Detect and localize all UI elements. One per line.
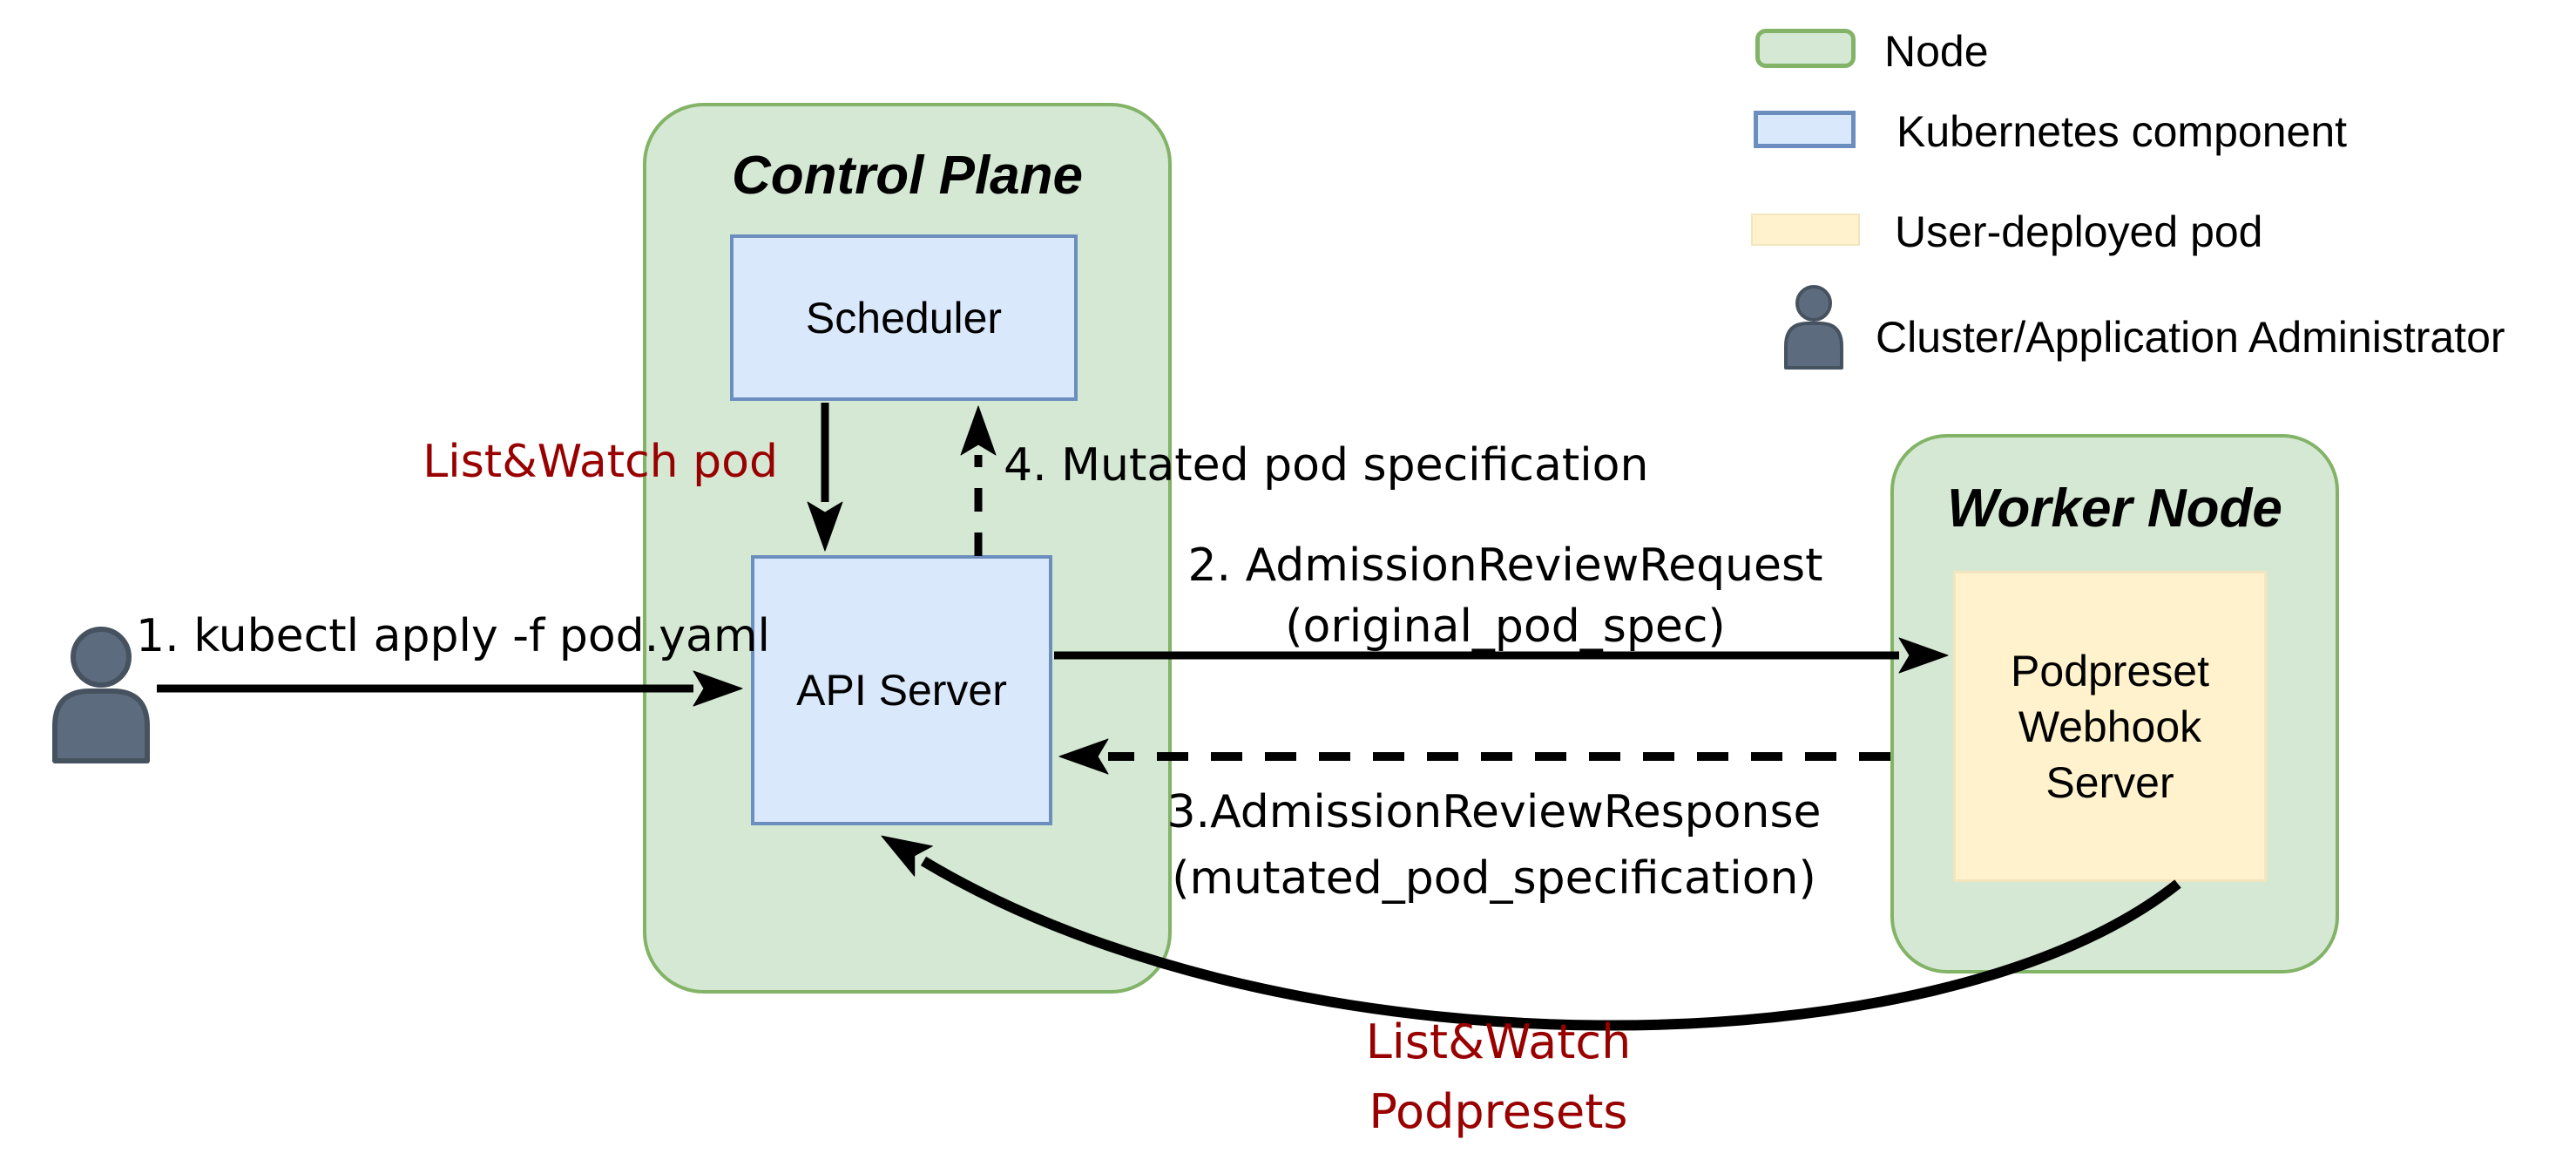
label-step2-line1: 2. AdmissionReviewRequest — [1187, 539, 1823, 592]
label-step2: 2. AdmissionReviewRequest (original_pod_… — [1153, 535, 1858, 657]
legend-administrator-icon — [1784, 285, 1843, 370]
label-step3-line2: (mutated_pod_specification) — [1172, 852, 1816, 905]
legend-label-administrator: Cluster/Application Administrator — [1876, 313, 2505, 362]
api-server-box: API Server — [751, 555, 1052, 825]
podpreset-webhook-line: Podpreset — [2011, 646, 2209, 695]
legend-swatch-kubernetes-component — [1754, 111, 1856, 148]
scheduler-box: Scheduler — [730, 234, 1078, 401]
podpreset-webhook-line: Webhook — [2018, 702, 2202, 751]
label-step3-line1: 3.AdmissionReviewResponse — [1166, 786, 1822, 838]
podpreset-webhook-server-box: Podpreset Webhook Server — [1953, 571, 2267, 882]
label-list-watch-podpresets-line2: Podpresets — [1369, 1084, 1628, 1139]
legend-label-user-deployed-pod: User-deployed pod — [1895, 207, 2263, 256]
label-step3: 3.AdmissionReviewResponse (mutated_pod_s… — [1137, 779, 1851, 912]
legend-swatch-node — [1755, 29, 1856, 68]
label-step2-line2: (original_pod_spec) — [1285, 600, 1726, 653]
label-list-watch-podpresets: List&Watch Podpresets — [1237, 1007, 1760, 1147]
administrator-icon — [52, 627, 150, 763]
label-step4: 4. Mutated pod specification — [1004, 439, 1649, 492]
legend-swatch-user-deployed-pod — [1751, 214, 1860, 246]
label-list-watch-podpresets-line1: List&Watch — [1365, 1014, 1632, 1069]
scheduler-label: Scheduler — [805, 293, 1003, 343]
legend-label-kubernetes-component: Kubernetes component — [1897, 107, 2348, 156]
label-list-watch-pod: List&Watch pod — [423, 436, 778, 488]
legend-label-node: Node — [1884, 27, 1989, 76]
control-plane-title: Control Plane — [731, 146, 1084, 206]
label-step1: 1. kubectl apply -f pod.yaml — [136, 610, 770, 662]
api-server-label: API Server — [796, 666, 1007, 715]
podpreset-webhook-line: Server — [2045, 757, 2174, 807]
worker-node-title: Worker Node — [1947, 478, 2282, 539]
